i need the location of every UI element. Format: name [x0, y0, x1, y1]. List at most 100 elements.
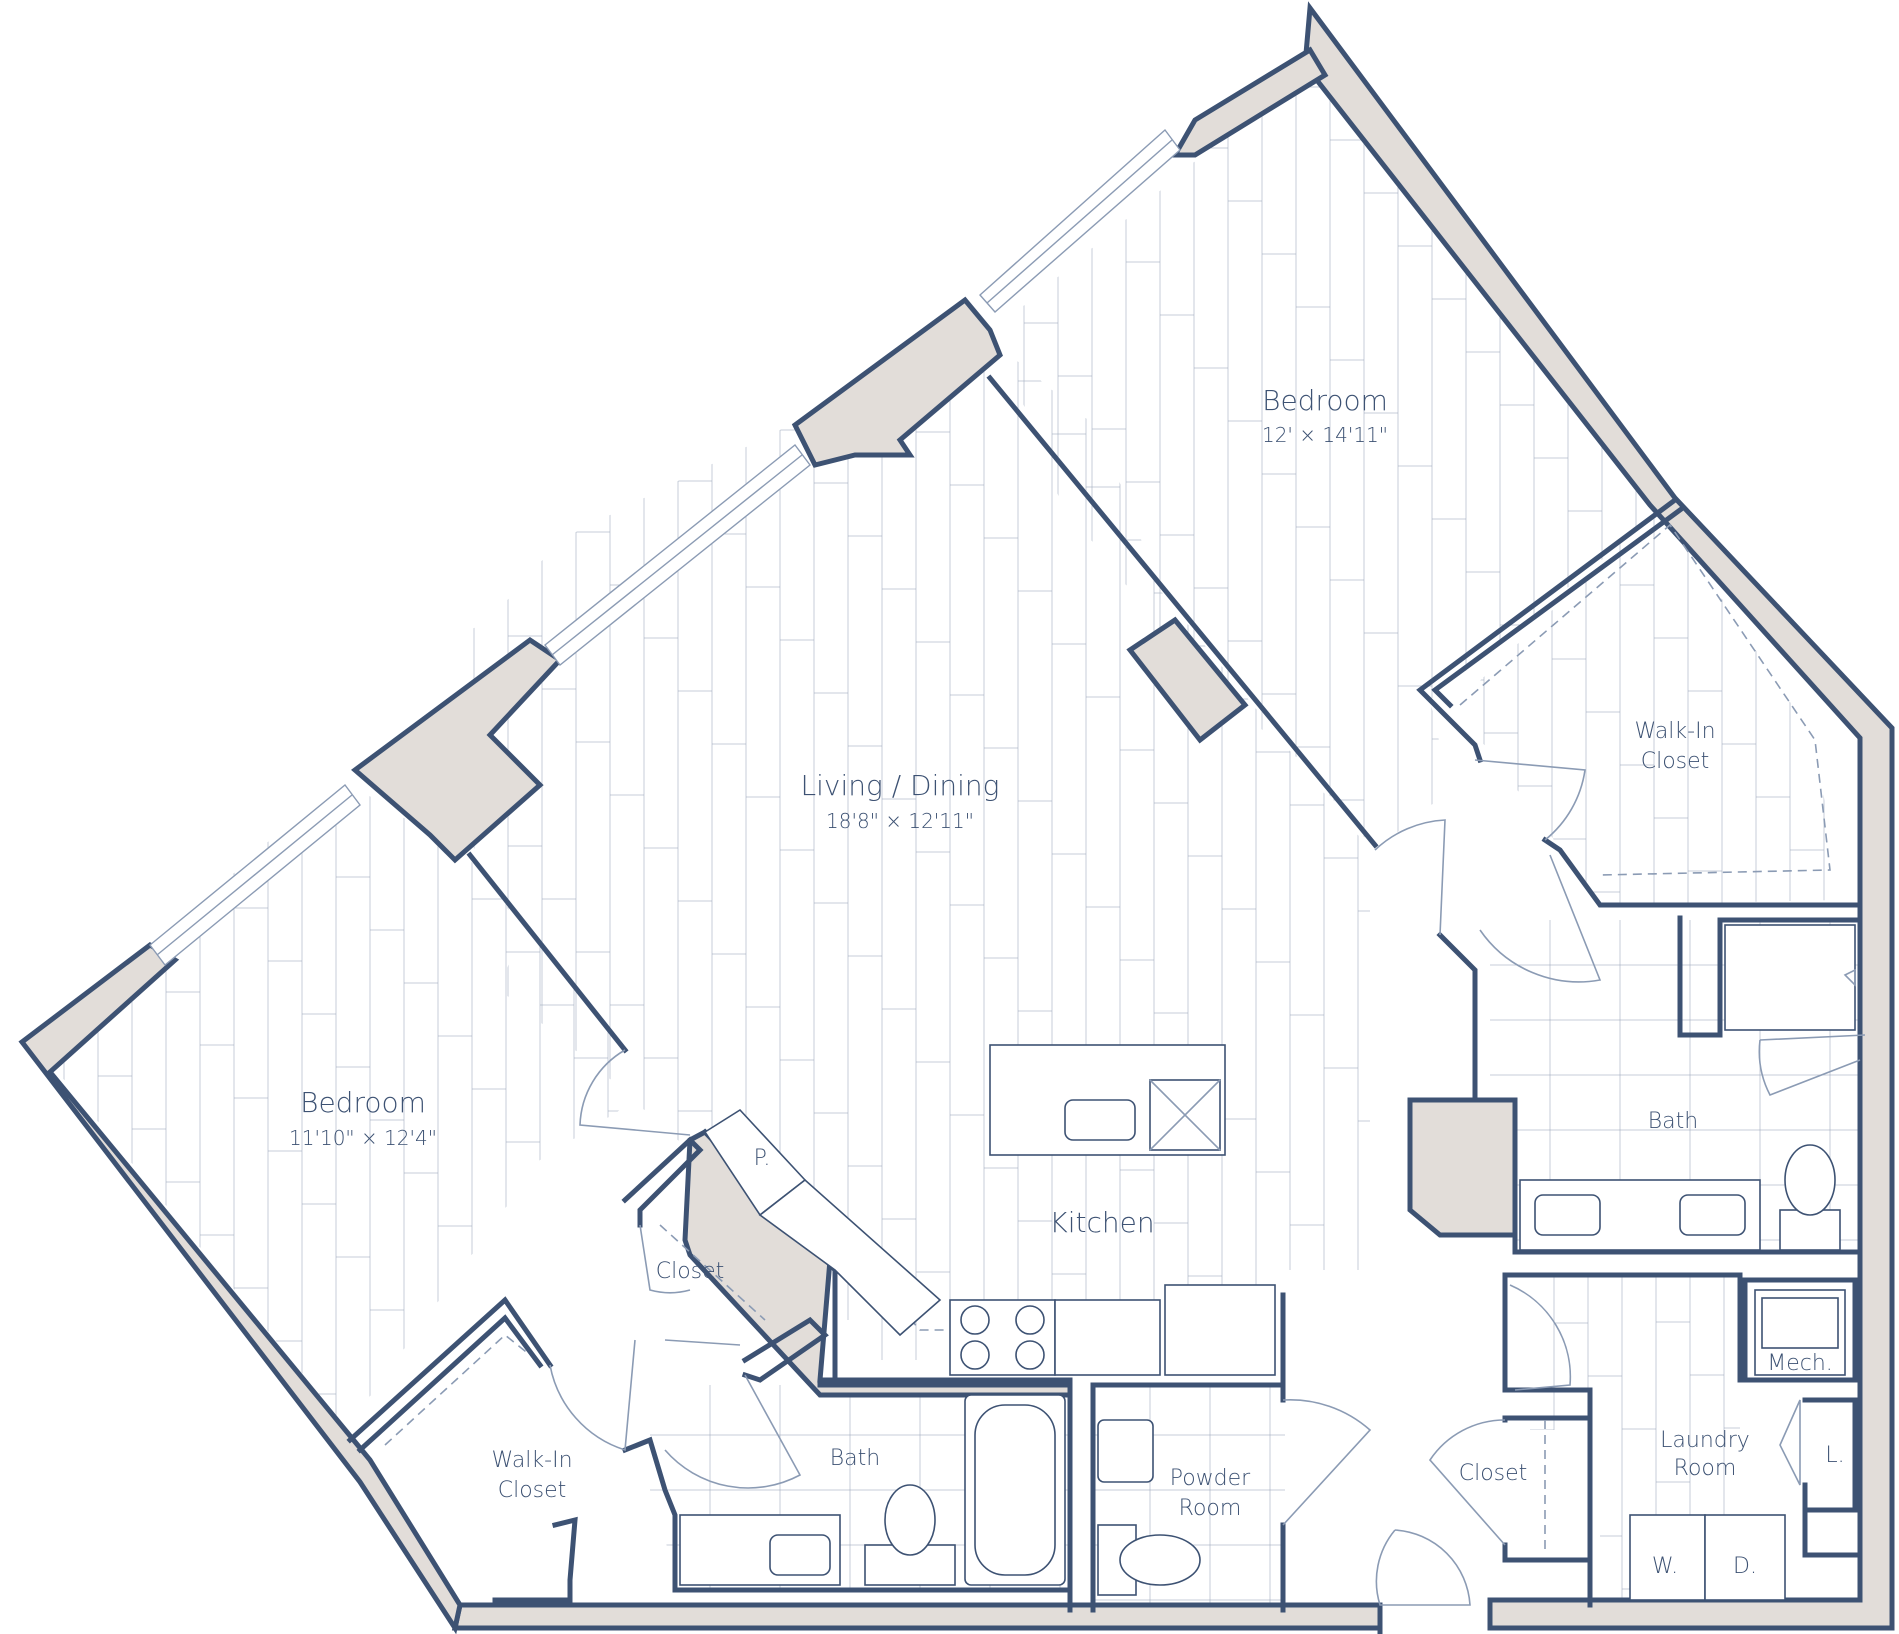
washer: [1629, 1514, 1706, 1601]
wall-closet-east: [1502, 1415, 1593, 1423]
exterior-wall-southwest: [18, 941, 463, 1634]
label-walkin-west-1: Walk-In: [491, 1448, 572, 1473]
north-pier-west: [351, 636, 564, 864]
label-closet-east: Closet: [1459, 1461, 1528, 1486]
label-bath-east: Bath: [1648, 1109, 1698, 1134]
label-walkin-east-2: Closet: [1641, 749, 1710, 774]
label-linen: L.: [1825, 1443, 1844, 1468]
wall-mech: [1742, 1277, 1858, 1383]
window-north-1-sill: [986, 139, 1173, 304]
powder-toilet-bowl: [1119, 1534, 1201, 1586]
label-closet-west: Closet: [656, 1259, 725, 1284]
shelf-walkin-west: [384, 1333, 531, 1446]
living-floor-planks: [450, 330, 1370, 1360]
label-washer: W.: [1652, 1554, 1678, 1579]
door-powder: [1282, 1398, 1372, 1526]
toilet-tank-east: [1779, 1209, 1841, 1251]
door-walkin-west: [549, 1339, 636, 1452]
label-pantry: P.: [754, 1146, 771, 1171]
shelf-closet-west: [659, 1224, 766, 1321]
label-kitchen: Kitchen: [1049, 1206, 1154, 1239]
label-laundry-room-2: Room: [1674, 1456, 1737, 1481]
shelves: [384, 523, 1831, 1555]
label-bedroom-north: Bedroom: [1262, 384, 1388, 417]
wall-closet-west-top: [621, 1136, 704, 1228]
door-laundry: [1509, 1284, 1572, 1391]
wall-bath-east-bottom: [1512, 1097, 1863, 1255]
dims-bedroom-north: 12' × 14'11": [1262, 423, 1388, 447]
stove-burner: [1015, 1340, 1045, 1370]
door-linen: [1779, 1399, 1801, 1486]
stove-burners: [960, 1305, 1045, 1370]
door-bath-east: [1479, 854, 1602, 983]
dims-bedroom-west: 11'10" × 12'4": [289, 1126, 437, 1150]
door-bedroom-west: [579, 1049, 691, 1136]
wall-walkin-west: [346, 1296, 554, 1444]
label-dryer: D.: [1733, 1554, 1757, 1579]
windows: [149, 128, 1181, 967]
window-north-2-sill: [551, 454, 803, 656]
wall-walkin-east: [1416, 496, 1679, 764]
counter-right: [1054, 1299, 1161, 1376]
toilet-bowl-west: [884, 1484, 936, 1556]
shower-east: [1724, 924, 1856, 1031]
island-sink: [1064, 1099, 1136, 1141]
door-bath-west: [664, 1374, 802, 1489]
bath-west-fixtures: [679, 1394, 1066, 1586]
bath-east-fixtures: [1519, 924, 1856, 1251]
stove-burner: [960, 1305, 990, 1335]
interior-pier-center: [1126, 616, 1249, 744]
wall-laundry-left: [1502, 1272, 1593, 1608]
label-laundry-room-1: Laundry: [1660, 1428, 1750, 1453]
door-closet-east: [1428, 1419, 1506, 1546]
shower-head-east: [1843, 968, 1856, 987]
toilet-bowl-east: [1784, 1144, 1836, 1216]
dims-living-dining: 18'8" × 12'11": [826, 809, 974, 833]
exterior-wall-east: [1302, 1, 1895, 1631]
shelf-walkin-east: [1459, 523, 1831, 876]
label-bath-west: Bath: [830, 1446, 880, 1471]
dryer: [1704, 1514, 1786, 1601]
wall-walkin-west-inner: [356, 1314, 544, 1454]
wall-linen: [1802, 1397, 1858, 1513]
label-walkin-east-1: Walk-In: [1634, 719, 1715, 744]
window-west-sill: [156, 794, 353, 956]
laundry-fixtures: [1629, 1289, 1846, 1601]
interior-column-east: [1407, 1097, 1518, 1238]
exterior-wall-south: [451, 1602, 1383, 1634]
dishwasher-x: [1149, 1079, 1221, 1151]
wall-walkin-east-bottom: [1541, 836, 1863, 908]
label-bedroom-west: Bedroom: [300, 1086, 426, 1119]
wall-walkin-east-inner: [1431, 506, 1684, 709]
powder-fixtures: [1097, 1419, 1201, 1596]
door-closet-east-2: [1375, 1529, 1471, 1606]
refrigerator: [1164, 1284, 1276, 1376]
mech-unit-inner: [1761, 1297, 1839, 1349]
label-living-dining: Living / Dining: [801, 769, 1000, 802]
counter-diagonal: [758, 1178, 942, 1337]
interior-walls: [346, 374, 1863, 1613]
wall-bedroom-north-living: [986, 374, 1379, 849]
label-powder-room-2: Room: [1179, 1496, 1242, 1521]
wall-walkin-west-bottom: [492, 1516, 578, 1603]
label-powder-room-1: Powder: [1170, 1466, 1251, 1491]
wall-bath-east-top: [1677, 915, 1863, 1038]
door-bedroom-north: [1374, 819, 1446, 936]
walkin-east-floor-planks: [1455, 505, 1840, 905]
wall-bath-east-left: [1436, 931, 1518, 1103]
wall-closet-west-right: [741, 1316, 829, 1383]
sink-east-1: [1534, 1194, 1601, 1236]
doors: [549, 759, 1866, 1606]
label-walkin-west-2: Closet: [498, 1478, 567, 1503]
exterior-walls: [18, 1, 1895, 1634]
wall-closet-east-right: [1502, 1387, 1593, 1563]
powder-sink: [1097, 1419, 1154, 1483]
stove-burner: [960, 1340, 990, 1370]
wall-bedroom-west-living: [466, 851, 629, 1054]
door-walkin-east: [1474, 759, 1586, 841]
bathtub-west-inner: [974, 1404, 1056, 1576]
sink-west: [769, 1534, 831, 1576]
room-labels: Bedroom 12' × 14'11" Living / Dining 18'…: [289, 384, 1845, 1579]
stove-burner: [1015, 1305, 1045, 1335]
